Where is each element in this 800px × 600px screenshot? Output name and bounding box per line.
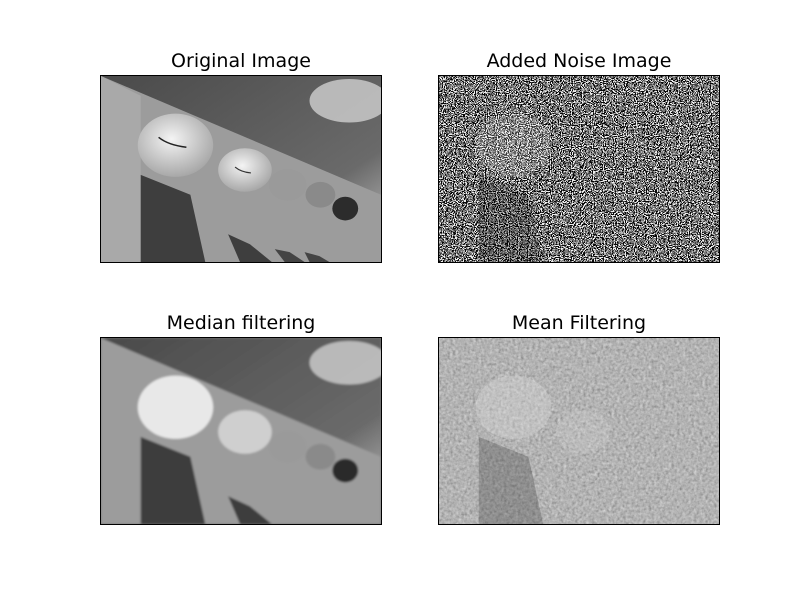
panel-median [100, 337, 382, 525]
panel-noise [438, 75, 720, 263]
noise-image [439, 76, 719, 262]
original-image [101, 76, 381, 262]
mean-image [439, 338, 719, 524]
median-image [101, 338, 381, 524]
panel-original [100, 75, 382, 263]
panel-title-original: Original Image [171, 50, 311, 72]
panel-title-noise: Added Noise Image [486, 50, 672, 72]
panel-title-median: Median filtering [166, 312, 316, 334]
panel-title-mean: Mean Filtering [511, 312, 647, 334]
panel-mean [438, 337, 720, 525]
